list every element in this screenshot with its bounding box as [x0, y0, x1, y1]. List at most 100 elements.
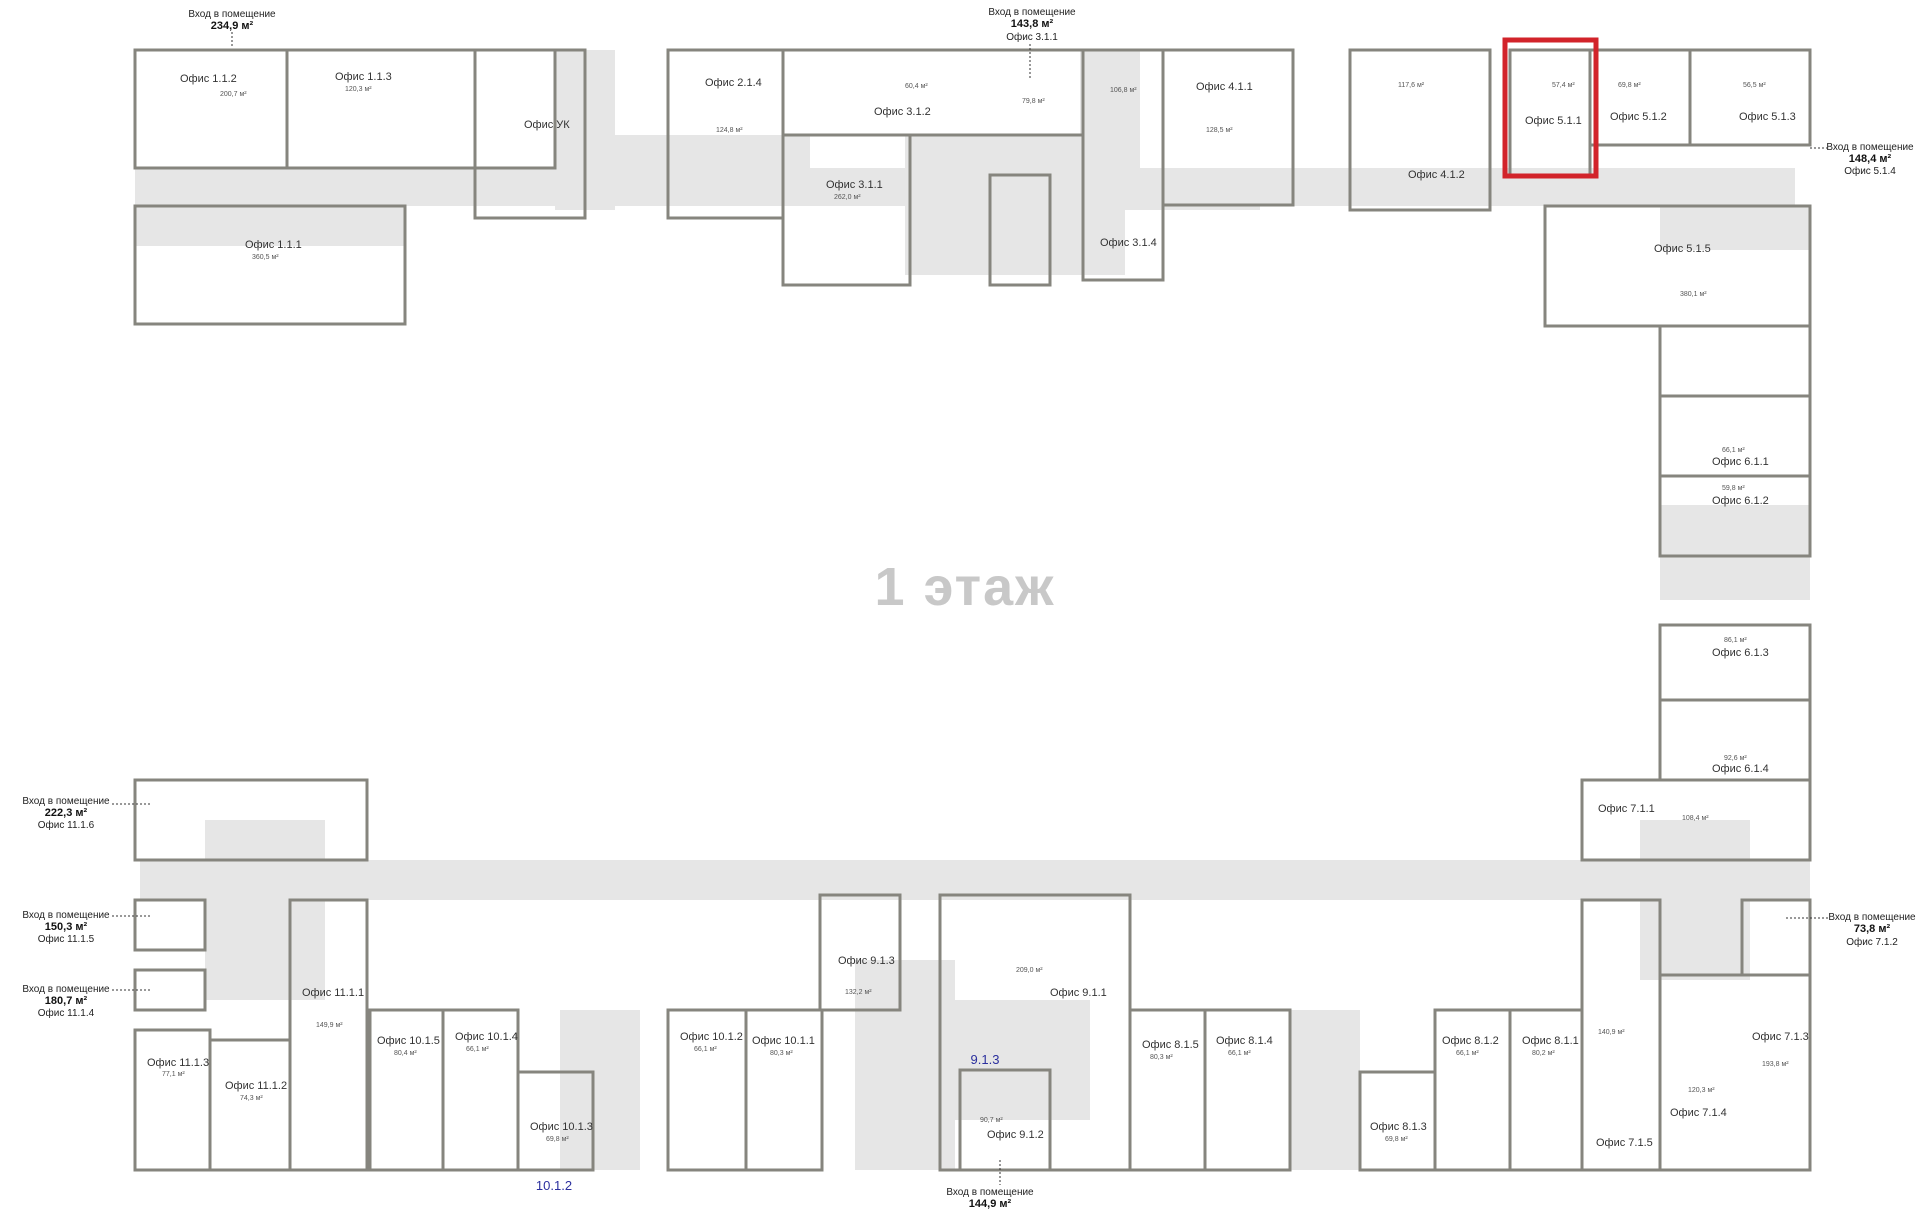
- office-name[interactable]: Офис 4.1.2: [1408, 169, 1465, 181]
- office-name[interactable]: Офис 6.1.2: [1712, 495, 1769, 507]
- entrance-office: Офис 11.1.4: [38, 1007, 95, 1019]
- office-name[interactable]: Офис 10.1.2: [680, 1031, 743, 1043]
- entrance-area: 73,8 м²: [1854, 923, 1891, 935]
- office-area: 66,1 м²: [1722, 447, 1745, 454]
- entrance-office: Офис 3.1.1: [1006, 31, 1058, 43]
- office-name[interactable]: Офис 5.1.3: [1739, 111, 1796, 123]
- office-name[interactable]: Офис 5.1.2: [1610, 111, 1667, 123]
- office-area: 262,0 м²: [834, 194, 861, 201]
- office-area: 66,1 м²: [1456, 1050, 1479, 1057]
- office-area: 59,8 м²: [1722, 485, 1745, 492]
- office-area: 90,7 м²: [980, 1117, 1003, 1124]
- entrance-area: 143,8 м²: [1011, 18, 1054, 30]
- entrance-title: Вход в помещение: [1826, 142, 1914, 153]
- office-name[interactable]: Офис 6.1.1: [1712, 456, 1769, 468]
- office-name[interactable]: Офис 11.1.1: [302, 987, 364, 999]
- office-area: 86,1 м²: [1724, 637, 1747, 644]
- office-name[interactable]: Офис 7.1.3: [1752, 1031, 1809, 1043]
- office-name[interactable]: Офис 8.1.1: [1522, 1035, 1579, 1047]
- entrance-title: Вход в помещение: [22, 984, 110, 995]
- office-name[interactable]: Офис 5.1.5: [1654, 243, 1711, 255]
- office-area: 66,1 м²: [694, 1046, 717, 1053]
- office-area: 80,3 м²: [1150, 1054, 1173, 1061]
- entrance-title: Вход в помещение: [988, 7, 1076, 18]
- office-area: 77,1 м²: [162, 1071, 185, 1078]
- entrance-office: Офис 11.1.6: [38, 819, 95, 831]
- entrance-title: Вход в помещение: [946, 1187, 1034, 1198]
- office-area: 66,1 м²: [466, 1046, 489, 1053]
- entrance-annotations: Вход в помещение 234,9 м² Вход в помещен…: [22, 7, 1916, 1210]
- office-name[interactable]: Офис 10.1.3: [530, 1121, 593, 1133]
- office-area: 66,1 м²: [1228, 1050, 1251, 1057]
- office-area: 74,3 м²: [240, 1095, 263, 1102]
- office-name[interactable]: Офис 3.1.4: [1100, 237, 1157, 249]
- office-area: 69,8 м²: [1618, 82, 1641, 89]
- entrance-area: 144,9 м²: [969, 1198, 1012, 1210]
- entrance-office: Офис 5.1.4: [1844, 165, 1896, 177]
- office-name[interactable]: Офис 11.1.2: [225, 1080, 287, 1092]
- office-area: 79,8 м²: [1022, 98, 1045, 105]
- office-name[interactable]: Офис 7.1.1: [1598, 803, 1655, 815]
- office-area: 69,8 м²: [1385, 1136, 1408, 1143]
- office-area: 106,8 м²: [1110, 87, 1137, 94]
- entrance-title: Вход в помещение: [22, 910, 110, 921]
- entrance-area: 180,7 м²: [45, 995, 88, 1007]
- entrance-office: Офис 11.1.5: [38, 933, 95, 945]
- office-name[interactable]: Офис 9.1.3: [838, 955, 895, 967]
- office-name[interactable]: Офис 10.1.5: [377, 1035, 440, 1047]
- corridors: [135, 50, 1810, 1170]
- office-name[interactable]: Офис 6.1.3: [1712, 647, 1769, 659]
- office-name[interactable]: Офис 3.1.1: [826, 179, 883, 191]
- office-area: 200,7 м²: [220, 91, 247, 98]
- office-name[interactable]: Офис 11.1.3: [147, 1057, 209, 1069]
- office-area: 60,4 м²: [905, 83, 928, 90]
- entrance-area: 234,9 м²: [211, 20, 254, 32]
- blue-label-1012[interactable]: 10.1.2: [536, 1178, 572, 1193]
- office-area: 80,3 м²: [770, 1050, 793, 1057]
- office-name[interactable]: Офис 8.1.3: [1370, 1121, 1427, 1133]
- office-name[interactable]: Офис 8.1.5: [1142, 1039, 1199, 1051]
- office-name[interactable]: Офис 3.1.2: [874, 106, 931, 118]
- office-area: 92,6 м²: [1724, 755, 1747, 762]
- office-area: 120,3 м²: [1688, 1087, 1715, 1094]
- entrance-title: Вход в помещение: [22, 796, 110, 807]
- office-area: 124,8 м²: [716, 127, 743, 134]
- office-name[interactable]: Офис 1.1.1: [245, 239, 302, 251]
- office-name[interactable]: Офис 2.1.4: [705, 77, 762, 89]
- blue-label-913[interactable]: 9.1.3: [971, 1052, 1000, 1067]
- office-name[interactable]: Офис 9.1.2: [987, 1129, 1044, 1141]
- office-name[interactable]: Офис 6.1.4: [1712, 763, 1769, 775]
- office-name[interactable]: Офис 5.1.1: [1525, 115, 1582, 127]
- selected-office-highlight[interactable]: [1502, 37, 1599, 179]
- entrance-title: Вход в помещение: [188, 9, 276, 20]
- entrance-area: 148,4 м²: [1849, 153, 1892, 165]
- office-area: 193,8 м²: [1762, 1061, 1789, 1068]
- office-area: 120,3 м²: [345, 86, 372, 93]
- office-name[interactable]: Офис 1.1.3: [335, 71, 392, 83]
- office-area: 57,4 м²: [1552, 82, 1575, 89]
- office-area: 56,5 м²: [1743, 82, 1766, 89]
- office-area: 108,4 м²: [1682, 815, 1709, 822]
- office-area: 140,9 м²: [1598, 1029, 1625, 1036]
- office-area: 132,2 м²: [845, 989, 872, 996]
- walls: [133, 48, 1812, 1172]
- office-name[interactable]: Офис 8.1.2: [1442, 1035, 1499, 1047]
- office-name[interactable]: Офис 1.1.2: [180, 73, 237, 85]
- office-name[interactable]: Офис 8.1.4: [1216, 1035, 1273, 1047]
- office-area: 80,2 м²: [1532, 1050, 1555, 1057]
- office-name[interactable]: Офис УК: [524, 119, 570, 131]
- floor-title: 1 этаж: [875, 557, 1056, 617]
- office-name[interactable]: Офис 4.1.1: [1196, 81, 1253, 93]
- entrance-area: 222,3 м²: [45, 807, 88, 819]
- office-name[interactable]: Офис 10.1.4: [455, 1031, 518, 1043]
- office-name[interactable]: Офис 10.1.1: [752, 1035, 815, 1047]
- entrance-title: Вход в помещение: [1828, 912, 1916, 923]
- office-area: 80,4 м²: [394, 1050, 417, 1057]
- office-name[interactable]: Офис 7.1.5: [1596, 1137, 1653, 1149]
- office-labels: Офис 1.1.2 200,7 м² Офис 1.1.3 120,3 м² …: [147, 71, 1809, 1149]
- office-area: 149,9 м²: [316, 1022, 343, 1029]
- office-name[interactable]: Офис 7.1.4: [1670, 1107, 1727, 1119]
- office-name[interactable]: Офис 9.1.1: [1050, 987, 1107, 999]
- office-area: 360,5 м²: [252, 254, 279, 261]
